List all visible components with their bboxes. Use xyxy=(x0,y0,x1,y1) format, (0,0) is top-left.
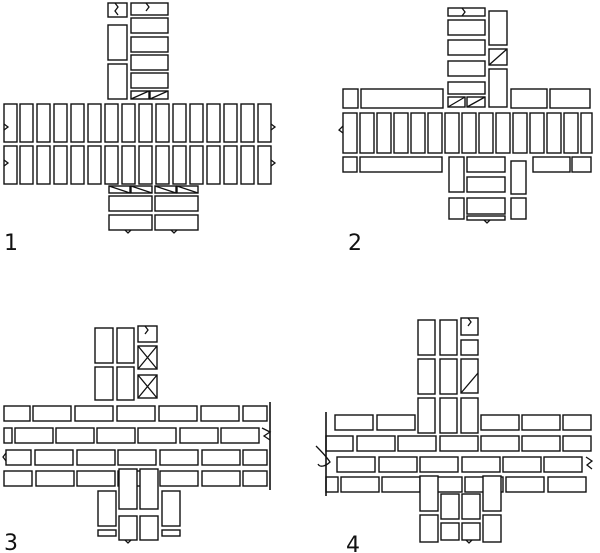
figure-3-drawing xyxy=(2,325,272,544)
figure-4-drawing xyxy=(315,317,594,544)
figure-4-number: 4 xyxy=(346,533,360,553)
figure-1-number: 1 xyxy=(4,231,18,256)
figure-1-drawing xyxy=(3,2,277,234)
figure-3-number: 3 xyxy=(4,531,18,553)
figure-2-drawing xyxy=(338,7,593,224)
figure-2-number: 2 xyxy=(348,231,362,256)
